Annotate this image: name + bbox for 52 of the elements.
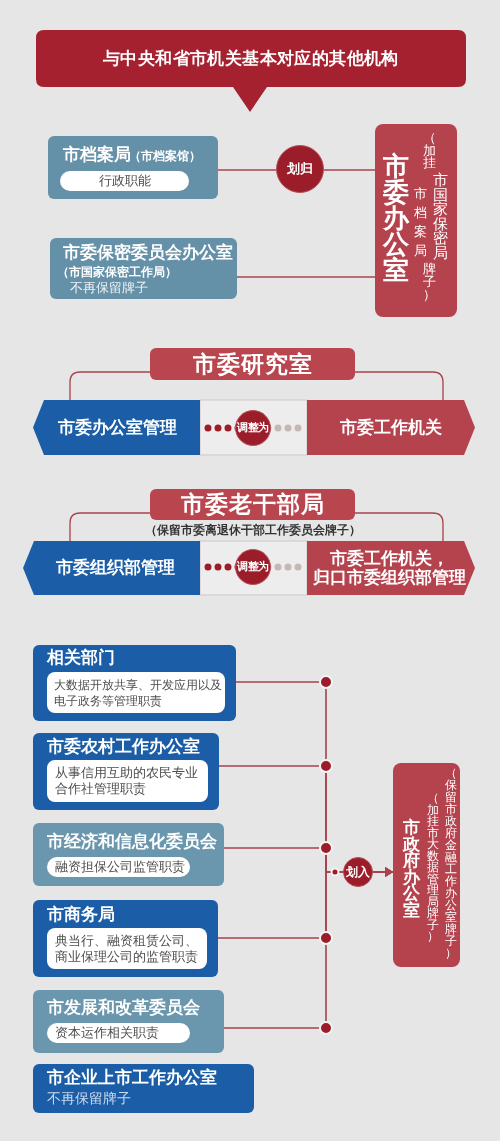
note-text: （保留市委离退休干部工作委员会牌子） [143, 523, 362, 538]
vertical-note: （加挂 [422, 132, 438, 170]
box-heading: 市发展和改革委员会 [47, 998, 200, 1018]
edge-label: 划入 [343, 857, 373, 887]
box-heading: 市委农村工作办公室 [47, 737, 200, 757]
bracket-line [69, 371, 151, 401]
vertical-heading: 市委办公室 [381, 153, 410, 283]
duty-pill: 融资担保公司监管职责 [47, 857, 190, 877]
duty-pill: 大数据开放共享、开发应用以及电子政务等管理职责 [47, 672, 225, 713]
box-heading: 相关部门 [47, 648, 115, 668]
info-box [48, 136, 218, 199]
arrow-shaped-box: 市委工作机关 [307, 400, 475, 455]
vertical-heading: 市政府办公室 [402, 820, 422, 919]
bracket-line [69, 512, 151, 542]
vertical-note: （加挂市大数据管理局牌子） [426, 793, 440, 943]
duty-pill: 行政职能 [60, 171, 189, 191]
info-box [33, 645, 236, 721]
connector-line [236, 276, 376, 278]
info-box [50, 238, 237, 299]
box-heading: 市企业上市工作办公室 [47, 1068, 217, 1088]
heading-box: 市委老干部局 [150, 489, 355, 520]
box-heading: 市档案局 [63, 145, 131, 165]
edge-label: 划归 [276, 145, 324, 193]
duty-pill: 从事信用互助的农民专业合作社管理职责 [47, 760, 208, 802]
vertical-note: 市国家保密局 [432, 173, 450, 260]
note-text: 不再保留牌子 [70, 280, 148, 296]
box-subheading: （市国家保密工作局） [57, 265, 177, 280]
office-box [375, 124, 457, 317]
arrow-shaped-box: 市委办公室管理 [33, 400, 200, 455]
title-banner: 与中央和省市机关基本对应的其他机构 [36, 30, 466, 112]
note-text: 不再保留牌子 [47, 1090, 131, 1107]
box-heading: 市经济和信息化委员会 [47, 832, 217, 852]
info-box [33, 990, 224, 1053]
vertical-note: 牌子） [422, 262, 438, 301]
bracket-line [354, 512, 444, 542]
duty-pill: 资本运作相关职责 [47, 1023, 190, 1043]
info-box [33, 1064, 254, 1113]
vertical-note: 市档案局 [413, 185, 429, 260]
connector-line [223, 867, 394, 1029]
arrow-shaped-box: 市委工作机关，归口市委组织部管理 [307, 541, 475, 595]
box-subheading: （市档案馆） [129, 149, 201, 164]
arrow-shaped-box: 市委组织部管理 [23, 541, 200, 595]
info-box [33, 733, 219, 810]
bracket-line [354, 371, 444, 401]
box-heading: 市商务局 [47, 905, 115, 925]
info-box [33, 900, 218, 977]
office-box [393, 763, 460, 967]
info-box [33, 823, 224, 886]
vertical-note: （保留市政府金融工作办公室牌子） [444, 767, 458, 959]
heading-box: 市委研究室 [150, 348, 355, 380]
box-heading: 市委保密委员会办公室 [63, 243, 233, 263]
duty-pill: 典当行、融资租赁公司、商业保理公司的监管职责 [47, 928, 207, 969]
